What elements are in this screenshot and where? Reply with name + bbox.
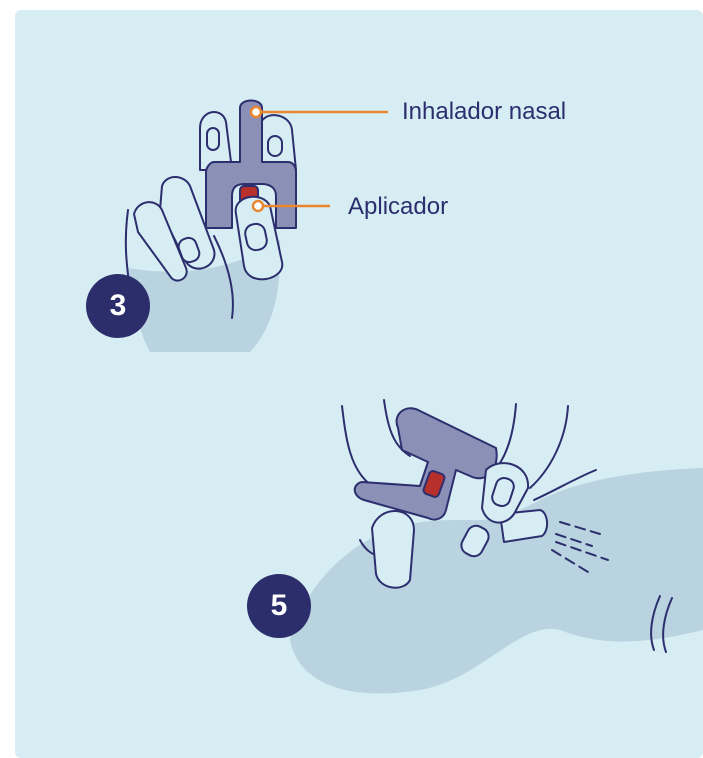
fingernail xyxy=(207,128,219,150)
fingernail xyxy=(268,136,282,156)
nasal-inhaler-label: Inhalador nasal xyxy=(402,100,566,124)
finger-line xyxy=(342,406,372,486)
hand-holding-inhaler xyxy=(126,101,296,353)
finger-line xyxy=(530,406,568,488)
applicator-label: Aplicador xyxy=(348,195,448,219)
finger-line xyxy=(498,404,516,466)
callout-dot-inhaler xyxy=(251,107,261,117)
nasal-inhaler-body xyxy=(355,408,497,519)
step-badge-5: 5 xyxy=(247,574,311,638)
step-badge-3: 3 xyxy=(86,274,150,338)
callout-dot-applicator xyxy=(253,201,263,211)
finger-index xyxy=(372,511,414,588)
